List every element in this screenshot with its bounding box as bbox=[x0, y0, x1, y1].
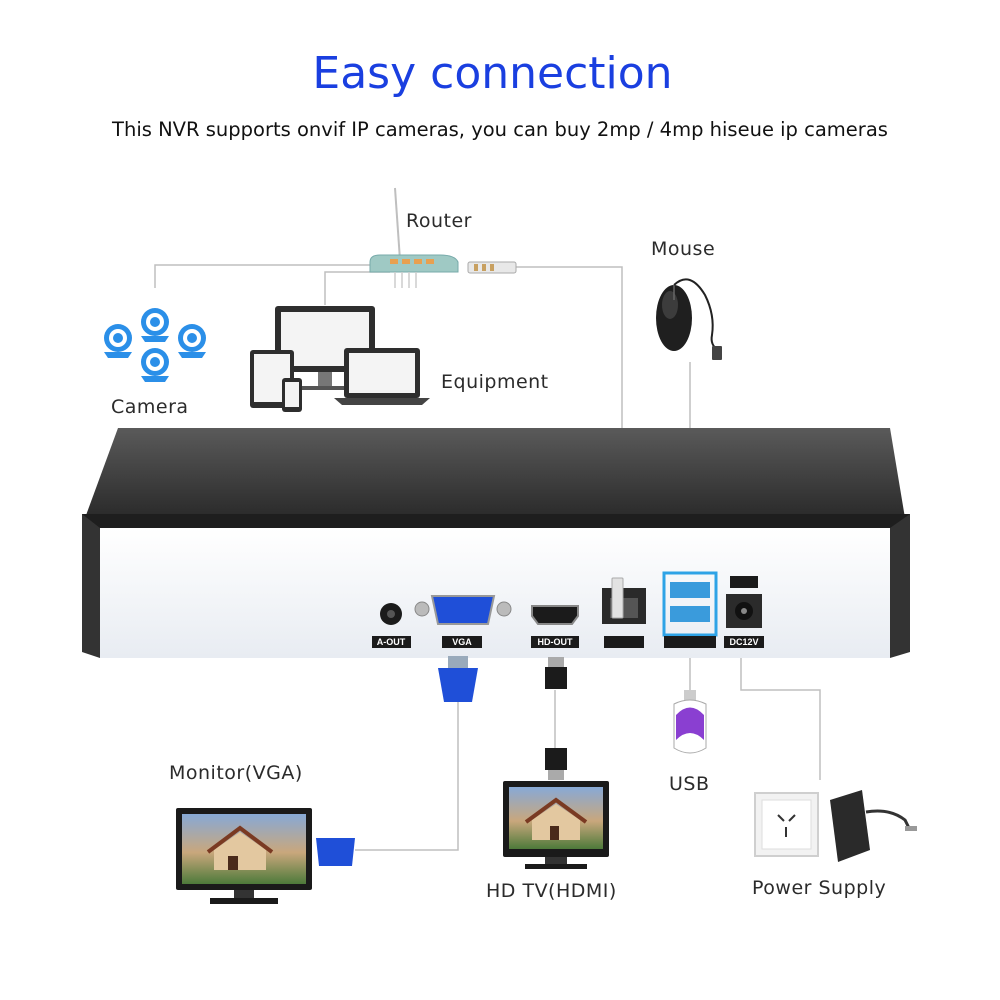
port-label-vga: VGA bbox=[452, 637, 472, 647]
hdmi-plug-icon bbox=[545, 657, 567, 780]
tv-icon bbox=[503, 781, 609, 869]
page-subtitle: This NVR supports onvif IP cameras, you … bbox=[112, 118, 888, 141]
port-label-dc: DC12V bbox=[729, 637, 758, 647]
port-label-aout: A-OUT bbox=[377, 637, 406, 647]
mouse-icon bbox=[656, 278, 722, 360]
page-title: Easy connection bbox=[312, 48, 673, 99]
nvr-recorder bbox=[82, 428, 910, 658]
power-socket-icon bbox=[754, 792, 819, 857]
usb-ports bbox=[662, 571, 718, 648]
mouse-label: Mouse bbox=[651, 238, 716, 260]
vga-port: VGA bbox=[414, 595, 512, 648]
vga-plug-icon bbox=[438, 656, 478, 702]
equipment-label: Equipment bbox=[441, 371, 549, 393]
power-label: Power Supply bbox=[752, 877, 887, 899]
audio-out-port: A-OUT bbox=[372, 603, 411, 648]
dc-power-port: DC12V bbox=[724, 576, 764, 648]
router-label: Router bbox=[406, 210, 472, 232]
camera-label: Camera bbox=[111, 396, 189, 418]
hdtv-label: HD TV(HDMI) bbox=[486, 880, 617, 902]
usb-drive-icon bbox=[673, 690, 707, 754]
router-icon bbox=[369, 187, 517, 288]
power-adapter-icon bbox=[830, 790, 917, 862]
port-label-hdout: HD-OUT bbox=[538, 637, 573, 647]
monitor-icon bbox=[176, 808, 355, 904]
monitor-label: Monitor(VGA) bbox=[169, 762, 303, 784]
usb-label: USB bbox=[669, 773, 710, 795]
laptop-icon bbox=[250, 306, 430, 412]
hdmi-port: HD-OUT bbox=[531, 605, 579, 648]
camera-icon bbox=[104, 308, 206, 382]
ethernet-port bbox=[602, 577, 646, 648]
